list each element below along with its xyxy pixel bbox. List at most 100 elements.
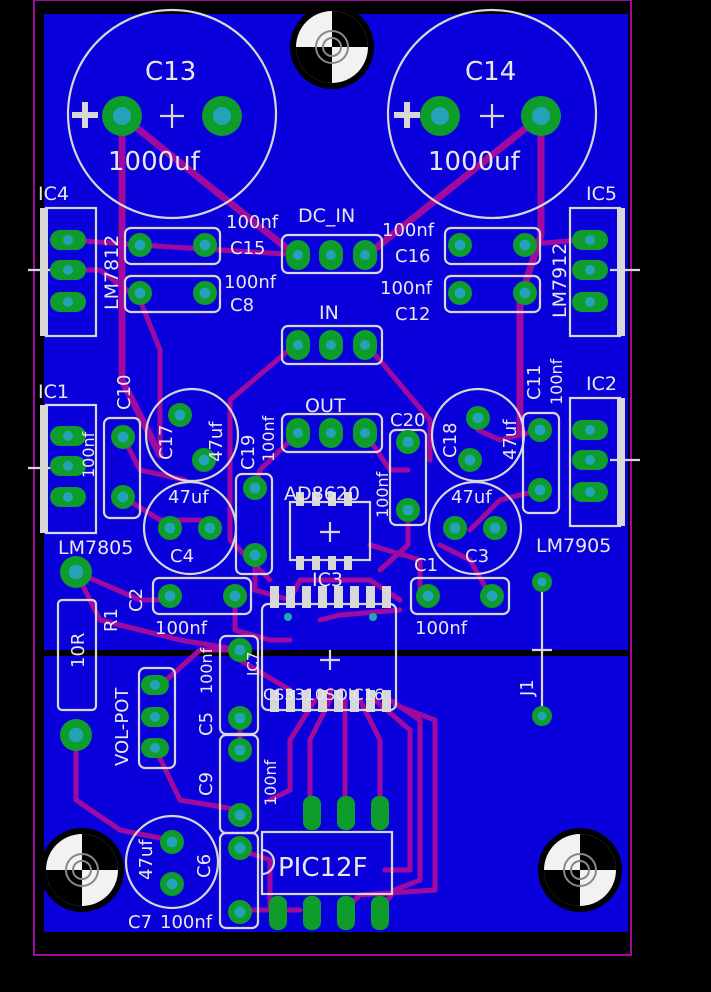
- ic3-smd-pins: [270, 586, 391, 712]
- label-c3: C3: [465, 546, 489, 567]
- pad-drill: [532, 107, 550, 125]
- pad-drill: [164, 522, 176, 534]
- label-c3-value: 47uf: [451, 487, 492, 508]
- through-hole-pads: [50, 96, 608, 924]
- label-c10-value: 100nf: [79, 431, 98, 478]
- label-c5: C5: [196, 712, 217, 736]
- pad-drill: [234, 644, 246, 656]
- pad-drill: [63, 297, 73, 307]
- label-c19-value: 100nf: [259, 415, 278, 462]
- label-c18: C18: [440, 423, 461, 458]
- pad-drill: [585, 425, 595, 435]
- label-c4: C4: [170, 546, 194, 567]
- pad-drill: [537, 711, 547, 721]
- pad-drill: [326, 340, 336, 350]
- label-out: OUT: [305, 395, 346, 417]
- label-lm7805: LM7805: [58, 537, 133, 559]
- pad-drill: [68, 727, 84, 743]
- label-ic7: IC7: [244, 652, 262, 676]
- pad-drill: [113, 107, 131, 125]
- pad-drill: [585, 487, 595, 497]
- label-c16-value: 100nf: [382, 220, 435, 241]
- label-c9-value: 100nf: [261, 759, 280, 806]
- label-c2-value: 100nf: [155, 618, 208, 639]
- ad8620-smd-pins: [296, 492, 352, 570]
- label-in: IN: [319, 302, 339, 324]
- pad-drill: [229, 590, 241, 602]
- label-c19: C19: [238, 435, 259, 470]
- label-lm7812: LM7812: [101, 235, 123, 310]
- pad-drill: [585, 235, 595, 245]
- board-outline: [33, 0, 632, 956]
- pad-drill: [63, 235, 73, 245]
- pad-drill: [166, 878, 178, 890]
- pad-drill: [234, 906, 246, 918]
- pad-drill: [204, 522, 216, 534]
- pad-drill: [284, 613, 292, 621]
- label-c13-value: 1000uf: [108, 147, 201, 177]
- pad-drill: [213, 107, 231, 125]
- label-c4-value: 47uf: [168, 487, 209, 508]
- label-c9: C9: [196, 772, 217, 796]
- pad-drill: [234, 842, 246, 854]
- label-c12-value: 100nf: [380, 278, 433, 299]
- pad-drill: [164, 590, 176, 602]
- label-c10: C10: [114, 375, 135, 410]
- label-c8: C8: [230, 295, 254, 316]
- pad-drill: [360, 250, 370, 260]
- pad-drill: [486, 590, 498, 602]
- label-c6: C6: [194, 854, 215, 878]
- label-dc-in: DC_IN: [298, 205, 355, 227]
- mounting-hole-bottom-left: [40, 828, 124, 912]
- pad-drill: [369, 613, 377, 621]
- silk-labels: C13 1000uf C14 1000uf IC4 LM7812 IC5 LM7…: [38, 57, 617, 933]
- label-c20-value: 100nf: [373, 471, 392, 518]
- label-c2: C2: [126, 588, 147, 612]
- label-vol-pot: VOL-POT: [112, 687, 133, 766]
- label-c14: C14: [465, 57, 516, 87]
- pad-drill: [454, 239, 466, 251]
- pad-drill: [150, 680, 160, 690]
- label-c5-value: 100nf: [197, 647, 216, 694]
- pad-drill: [402, 436, 414, 448]
- pad-drill: [63, 492, 73, 502]
- pad-drill: [293, 250, 303, 260]
- pad-drill: [234, 712, 246, 724]
- pad-drill: [534, 424, 546, 436]
- pad-drill: [449, 522, 461, 534]
- pad-drill: [585, 297, 595, 307]
- label-c13: C13: [145, 57, 196, 87]
- pad-drill: [166, 836, 178, 848]
- pad-drill: [489, 522, 501, 534]
- label-c12: C12: [395, 304, 430, 325]
- label-c1-value: 100nf: [415, 618, 468, 639]
- pad-drill: [150, 743, 160, 753]
- pad-drill: [68, 564, 84, 580]
- mounting-hole-top: [290, 5, 374, 89]
- pad-drill: [326, 428, 336, 438]
- pad-drill: [431, 107, 449, 125]
- pad-drill: [293, 428, 303, 438]
- label-c15: C15: [230, 238, 265, 259]
- label-c14-value: 1000uf: [428, 147, 521, 177]
- pad-drill: [198, 454, 210, 466]
- pad-drill: [150, 712, 160, 722]
- label-c7: C7: [128, 912, 152, 933]
- label-ic4: IC4: [38, 183, 69, 205]
- pad-drill: [174, 409, 186, 421]
- pad-drill: [519, 287, 531, 299]
- pad-drill: [464, 454, 476, 466]
- pad-drill: [472, 412, 484, 424]
- label-j1: J1: [517, 679, 538, 697]
- label-r1-value: 10R: [68, 633, 89, 668]
- pad-drill: [326, 250, 336, 260]
- pad-drill: [537, 577, 547, 587]
- label-c20: C20: [390, 410, 425, 431]
- pad-drill: [293, 340, 303, 350]
- pad-drill: [585, 265, 595, 275]
- pad-drill: [402, 504, 414, 516]
- label-c17: C17: [156, 425, 177, 460]
- label-lm7905: LM7905: [536, 535, 611, 557]
- label-ic2: IC2: [586, 373, 617, 395]
- pad-drill: [422, 590, 434, 602]
